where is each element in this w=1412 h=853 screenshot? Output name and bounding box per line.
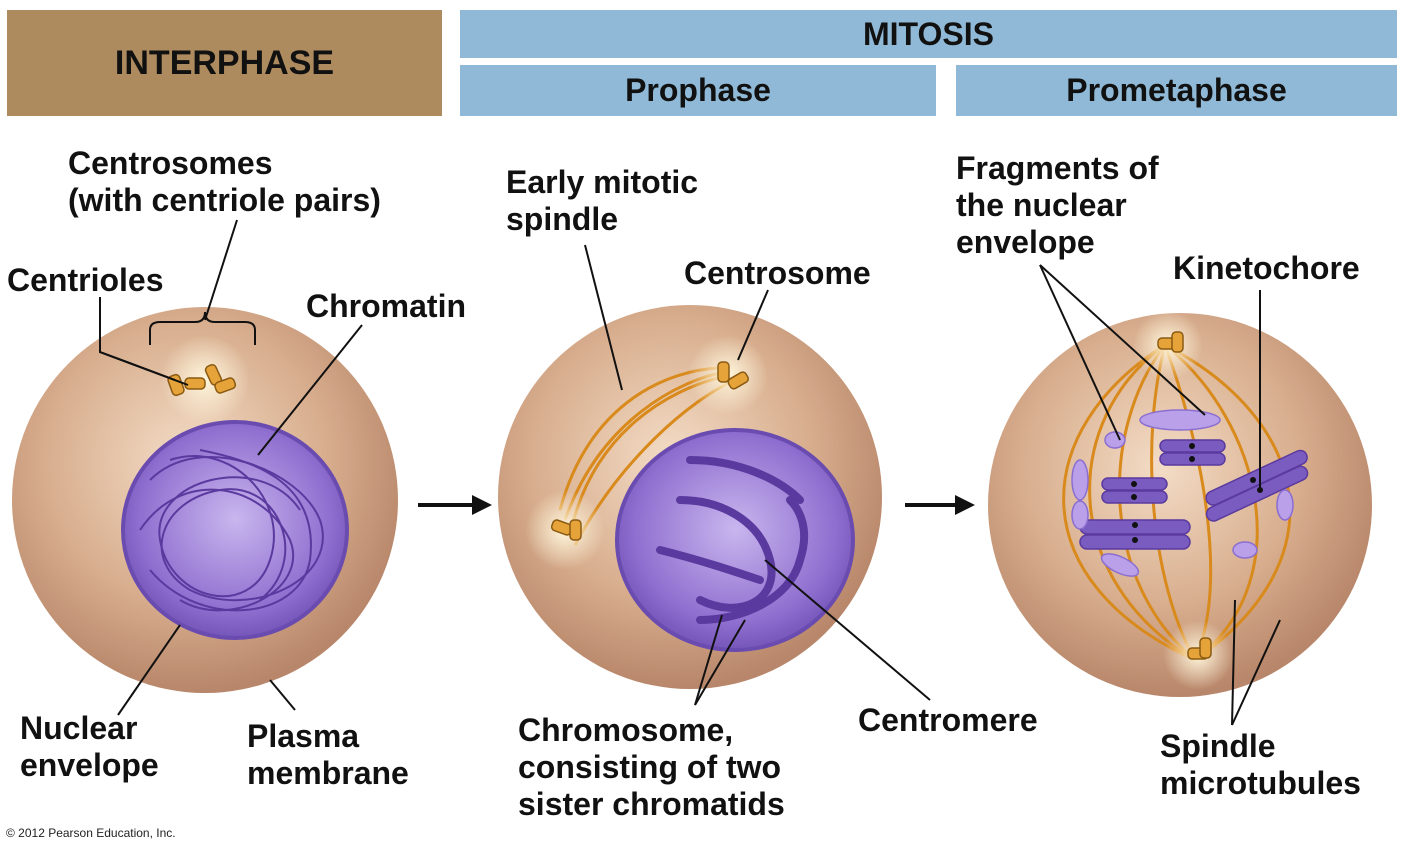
label-centromere: Centromere [858, 702, 1038, 738]
label-nuclear-envelope-fragments: Fragments of the nuclear envelope [956, 150, 1159, 260]
label-chromatin: Chromatin [306, 288, 466, 324]
interphase-header: INTERPHASE [7, 10, 442, 116]
label-centrioles: Centrioles [7, 262, 164, 298]
nuclear-envelope-fragments [1071, 409, 1294, 577]
interphase-title: INTERPHASE [114, 43, 335, 82]
chromatin-shape [139, 449, 324, 612]
mitosis-title: MITOSIS [863, 15, 994, 52]
interphase-cell [12, 307, 398, 693]
prometaphase-membrane [988, 313, 1372, 697]
interphase-nucleus [121, 420, 349, 640]
prometaphase-centrioles [1157, 331, 1212, 660]
mitosis-header: MITOSIS [460, 10, 1397, 58]
prophase-cell [498, 305, 882, 689]
kinetochores [1131, 443, 1263, 543]
label-centrosome: Centrosome [684, 255, 871, 291]
label-centrosomes: Centrosomes (with centriole pairs) [68, 145, 381, 218]
label-nuclear-envelope: Nuclear envelope [20, 710, 159, 783]
label-early-mitotic-spindle: Early mitotic spindle [506, 164, 699, 237]
leader-lines [99, 219, 1281, 726]
arrow-interphase-to-prophase [418, 495, 492, 515]
label-plasma-membrane: Plasma membrane [247, 718, 409, 791]
prometaphase-title: Prometaphase [1066, 72, 1287, 108]
arrow-prophase-to-prometaphase [905, 495, 975, 515]
chromosome-shapes [656, 456, 809, 624]
label-spindle-microtubules: Spindle microtubules [1160, 728, 1361, 801]
prometaphase-chromosomes [1079, 439, 1309, 550]
prophase-centrioles [550, 361, 749, 541]
label-chromosome: Chromosome, consisting of two sister chr… [518, 712, 785, 822]
label-kinetochore: Kinetochore [1173, 250, 1360, 286]
prometaphase-header: Prometaphase [956, 65, 1397, 116]
prophase-nucleus [615, 428, 855, 652]
prophase-header: Prophase [460, 65, 936, 116]
prometaphase-cell [988, 310, 1372, 697]
prophase-title: Prophase [625, 72, 771, 108]
copyright-notice: © 2012 Pearson Education, Inc. [6, 826, 176, 840]
